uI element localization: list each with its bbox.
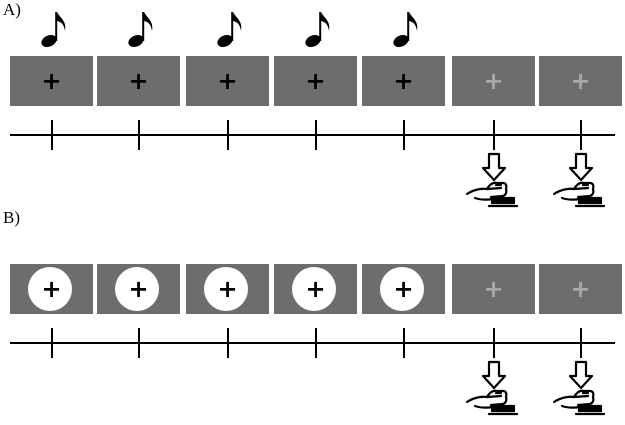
timeline-tick: [226, 328, 229, 358]
fixation-cross: +: [483, 67, 504, 95]
fixation-cross: +: [41, 67, 62, 95]
eighth-note-icon: [127, 10, 157, 48]
eighth-note-icon: [304, 10, 334, 48]
fixation-cross: +: [393, 275, 414, 303]
fixation-cross: +: [305, 275, 326, 303]
panel-b: B) + + + + + + +: [0, 208, 625, 416]
timeline-axis: [10, 134, 615, 136]
timeline-tick: [50, 120, 53, 150]
fixation-cross: +: [570, 275, 591, 303]
white-circle-stimulus: [28, 267, 72, 311]
timeline-tick: [50, 328, 53, 358]
stimulus-frame: +: [274, 264, 357, 314]
panel-label: A): [3, 0, 21, 19]
stimulus-frame: +: [10, 56, 93, 106]
stimulus-frame: +: [97, 264, 180, 314]
timeline-tick: [579, 120, 582, 150]
white-circle-stimulus: [115, 267, 159, 311]
fixation-cross: +: [128, 67, 149, 95]
stimulus-frame: +: [362, 264, 445, 314]
timeline-tick: [492, 120, 495, 150]
timeline-axis: [10, 342, 615, 344]
white-circle-stimulus: [380, 267, 424, 311]
fixation-cross: +: [217, 275, 238, 303]
response-frame: +: [452, 56, 535, 106]
white-circle-stimulus: [292, 267, 336, 311]
fixation-cross: +: [305, 67, 326, 95]
finger-press-button-icon: [463, 150, 525, 212]
response-frame: +: [539, 56, 622, 106]
stimulus-frame: +: [10, 264, 93, 314]
timeline-tick: [402, 120, 405, 150]
eighth-note-icon: [40, 10, 70, 48]
timeline-tick: [314, 328, 317, 358]
panel-a: A) + + + + + + +: [0, 0, 625, 208]
fixation-cross: +: [570, 67, 591, 95]
panel-label: B): [3, 208, 20, 227]
response-frame: +: [452, 264, 535, 314]
finger-press-button-icon: [550, 358, 612, 420]
fixation-cross: +: [483, 275, 504, 303]
stimulus-frame: +: [186, 264, 269, 314]
timeline-tick: [137, 328, 140, 358]
stimulus-frame: +: [97, 56, 180, 106]
fixation-cross: +: [393, 67, 414, 95]
stimulus-frame: +: [274, 56, 357, 106]
white-circle-stimulus: [204, 267, 248, 311]
fixation-cross: +: [128, 275, 149, 303]
eighth-note-icon: [392, 10, 422, 48]
stimulus-frame: +: [362, 56, 445, 106]
timeline-tick: [137, 120, 140, 150]
fixation-cross: +: [217, 67, 238, 95]
timeline-tick: [492, 328, 495, 358]
stimulus-frame: +: [186, 56, 269, 106]
fixation-cross: +: [41, 275, 62, 303]
timeline-tick: [226, 120, 229, 150]
timeline-tick: [402, 328, 405, 358]
response-frame: +: [539, 264, 622, 314]
finger-press-button-icon: [550, 150, 612, 212]
eighth-note-icon: [216, 10, 246, 48]
timeline-tick: [314, 120, 317, 150]
timeline-tick: [579, 328, 582, 358]
finger-press-button-icon: [463, 358, 525, 420]
